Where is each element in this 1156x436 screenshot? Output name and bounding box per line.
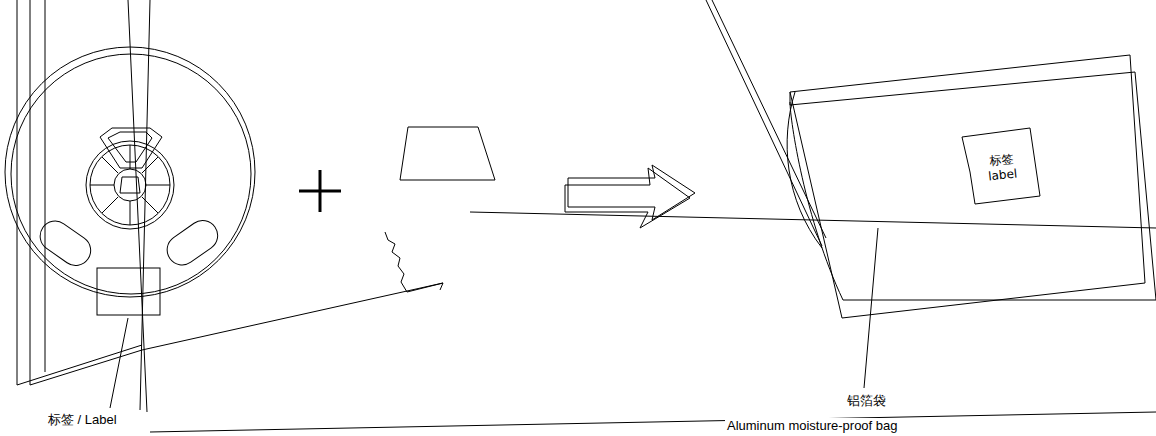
- torn-edge: [385, 232, 443, 292]
- callout-label: 标签 / Label: [46, 412, 119, 427]
- callout-label: 铝箔袋: [845, 393, 888, 408]
- process-arrow: [565, 165, 695, 228]
- aluminum-bag: [787, 55, 1156, 388]
- desiccant-card: [400, 127, 495, 180]
- bag-label-outline: [962, 128, 1040, 204]
- label-text: label: [988, 166, 1018, 184]
- leader-line: [864, 228, 878, 388]
- label-patch: 标签label: [969, 135, 1035, 201]
- tape-reel: [5, 47, 255, 408]
- callout-label: Aluminum moisture-proof bag: [725, 418, 900, 433]
- plus-sign: [299, 170, 341, 212]
- stray-lines: [17, 0, 1156, 432]
- leader-line: [110, 318, 128, 408]
